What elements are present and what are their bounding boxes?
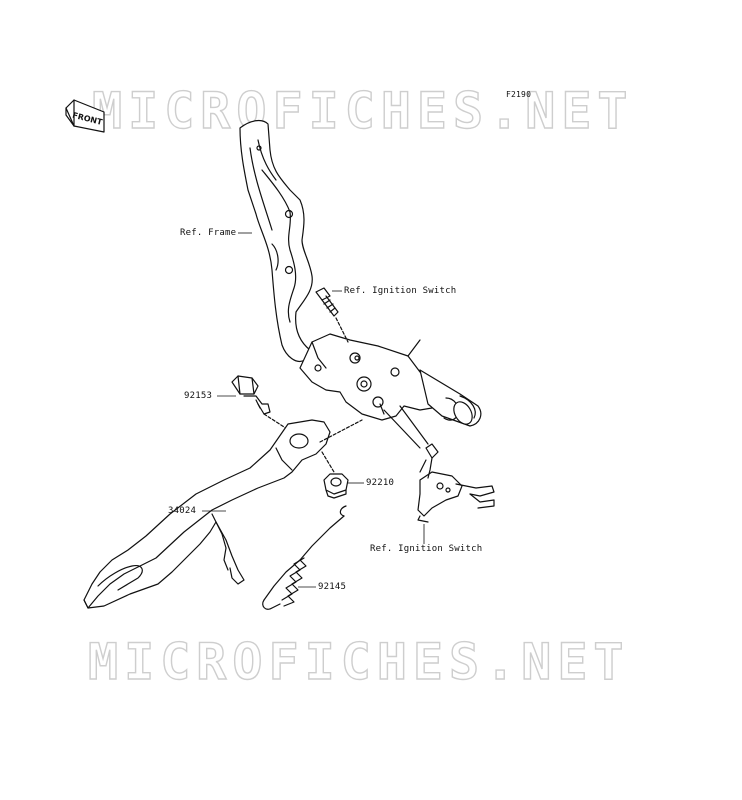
side-stand-34024-part — [83, 419, 331, 609]
label-ref-ignition-switch-top: Ref. Ignition Switch — [344, 286, 457, 296]
watermark-top: MICROFICHES.NET — [91, 81, 634, 140]
stand-bracket-part — [299, 333, 437, 421]
spring-92145-part — [262, 505, 347, 610]
label-ref-frame: Ref. Frame — [180, 228, 237, 238]
front-arrow-icon — [65, 99, 105, 133]
diagram-code: F2190 — [506, 90, 532, 99]
label-ref-ignition-switch-bottom: Ref. Ignition Switch — [370, 544, 483, 554]
watermark-bottom: MICROFICHES.NET — [87, 632, 630, 691]
bolt-92153-part — [231, 375, 271, 415]
upper-bolt-part — [315, 287, 339, 317]
label-part-92145: 92145 — [318, 582, 347, 592]
frame-cross-tube-part — [419, 369, 482, 427]
label-part-34024: 34024 — [168, 506, 197, 516]
frame-part — [239, 119, 313, 362]
nut-92210-part — [323, 473, 349, 499]
label-part-92210: 92210 — [366, 478, 395, 488]
label-part-92153: 92153 — [184, 391, 213, 401]
side-stand-switch-part — [417, 443, 495, 523]
